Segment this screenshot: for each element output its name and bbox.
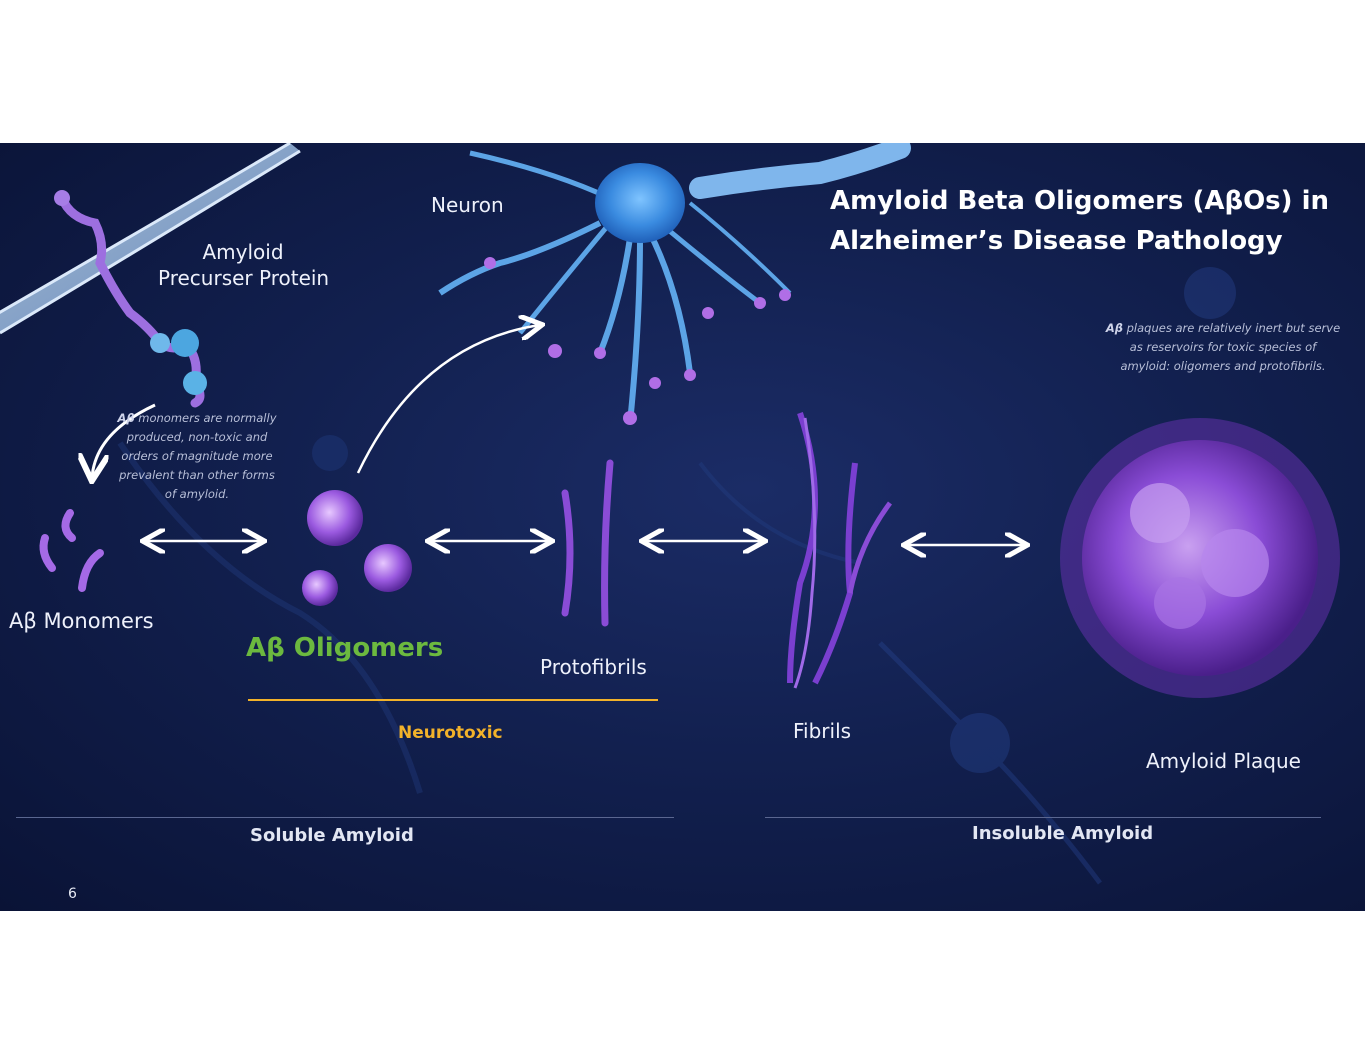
app-label-line-2: Precurser Protein <box>158 266 330 290</box>
amyloid-plaque-illustration <box>1060 418 1340 698</box>
neuron-illustration <box>438 143 911 425</box>
insoluble-divider <box>765 817 1321 818</box>
title-line-2: Alzheimer’s Disease Pathology <box>830 226 1283 256</box>
neurotoxic-label: Neurotoxic <box>398 723 503 743</box>
oligomers-illustration <box>302 490 412 606</box>
background-neurons <box>117 267 1236 885</box>
title-line-1: Amyloid Beta Oligomers (AβOs) in <box>830 186 1330 216</box>
fibrils-illustration <box>787 412 893 689</box>
page-title: Amyloid Beta Oligomers (AβOs) in Alzheim… <box>830 181 1329 261</box>
insoluble-amyloid-label: Insoluble Amyloid <box>972 823 1154 844</box>
monomer-note-text: monomers are normally produced, non-toxi… <box>119 411 277 501</box>
protofibrils-illustration <box>561 459 614 627</box>
fibrils-label: Fibrils <box>793 719 852 743</box>
page-number: 6 <box>68 886 77 902</box>
app-label-line-1: Amyloid <box>202 240 284 264</box>
monomer-note: Aβ monomers are normally produced, non-t… <box>114 409 280 504</box>
plaque-note-text: plaques are relatively inert but serve a… <box>1120 321 1341 373</box>
slide: Amyloid Beta Oligomers (AβOs) in Alzheim… <box>0 143 1365 911</box>
plaque-note-bold: Aβ <box>1105 321 1123 335</box>
amyloid-precursor-protein <box>54 190 207 408</box>
monomers-label: Aβ Monomers <box>9 609 154 633</box>
monomers-illustration <box>39 509 104 592</box>
app-label: Amyloid Precurser Protein <box>158 239 330 291</box>
soluble-amyloid-label: Soluble Amyloid <box>250 825 414 846</box>
app-to-monomer-arrow <box>92 403 156 478</box>
illustration-canvas <box>0 143 1340 885</box>
neuron-label: Neuron <box>431 193 504 217</box>
plaque-label: Amyloid Plaque <box>1146 749 1301 773</box>
oligomers-label: Aβ Oligomers <box>246 633 444 663</box>
protofibrils-label: Protofibrils <box>540 655 647 679</box>
oligomer-to-neuron-arrow <box>356 325 540 474</box>
monomer-note-bold: Aβ <box>117 411 135 425</box>
soluble-divider <box>16 817 674 818</box>
plaque-note: Aβ plaques are relatively inert but serv… <box>1105 319 1341 376</box>
cell-membrane <box>0 143 301 335</box>
